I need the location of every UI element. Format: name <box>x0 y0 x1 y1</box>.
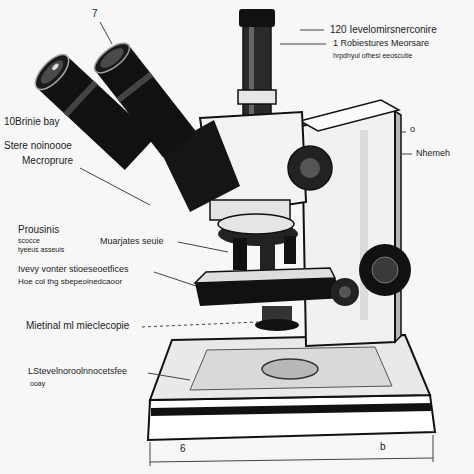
head-knob <box>288 146 332 190</box>
part-label: LStevelnoroolnnocetsfee <box>28 366 127 376</box>
nosepiece-top <box>218 214 294 234</box>
dimension-line <box>150 458 433 462</box>
part-label: tyeeus asseuis <box>18 246 64 254</box>
tube-collar <box>238 90 276 104</box>
arm-shade <box>360 130 368 320</box>
part-label: 10Brinie bay <box>4 116 60 128</box>
knob-center <box>339 286 351 298</box>
base-front <box>148 395 435 440</box>
part-label: Prousinis <box>18 224 59 236</box>
leader-line <box>148 373 190 380</box>
leader-line <box>100 22 112 44</box>
leader-line <box>402 154 412 155</box>
head-knob-center <box>300 158 320 178</box>
leader-line <box>80 168 150 205</box>
part-label: 120 Ievelomirsnerconire <box>330 24 437 36</box>
part-label: 7 <box>92 8 98 20</box>
leader-line <box>400 132 406 133</box>
part-label: 6 <box>180 443 186 455</box>
part-label: Stere noinoooe <box>4 140 72 152</box>
dimension-line <box>150 435 433 466</box>
leader-line <box>300 30 324 31</box>
eyepiece-barrel <box>37 56 155 170</box>
coarse-focus-knob <box>359 244 411 296</box>
fine-focus-knob <box>331 278 359 306</box>
light-port <box>262 359 318 379</box>
part-label: Mecroprure <box>22 155 73 167</box>
part-label: hrpdhyul ofhesi eeoscutie <box>333 52 412 60</box>
part-label: Mietinal ml mieclecopie <box>26 320 129 332</box>
part-label: 1 Robiestures Meorsare <box>333 38 429 48</box>
part-label: scocce <box>18 237 40 245</box>
arm-top <box>300 100 399 131</box>
part-label: o <box>410 124 415 134</box>
part-label: Nhemeh <box>416 148 450 158</box>
eyepiece-lens <box>30 49 75 95</box>
arm-front <box>302 105 395 346</box>
eyepiece <box>30 49 155 170</box>
leader-line <box>154 272 196 286</box>
eyepiece-ring <box>116 72 153 103</box>
base-band <box>151 403 432 416</box>
condenser-ring <box>255 319 299 331</box>
objective <box>233 238 247 270</box>
eyepiece-ring <box>63 80 97 116</box>
leader-line <box>142 322 258 327</box>
base-top <box>150 335 430 400</box>
lens-glint <box>51 63 59 72</box>
leader-line <box>280 44 326 45</box>
part-label: Ivevy vonter stioeseoetfices <box>18 264 129 274</box>
lens-glass <box>37 57 66 87</box>
lens-glass <box>97 45 126 72</box>
part-label: b <box>380 441 386 453</box>
leader-line <box>178 242 228 252</box>
part-label: Hoe col thg sbepeoinedcaoor <box>18 277 122 286</box>
part-label: ooay <box>30 380 45 388</box>
knob-center <box>372 257 398 283</box>
part-label: Muarjates seuie <box>100 236 164 246</box>
stage-top <box>195 268 335 283</box>
base-recess <box>190 347 392 390</box>
objective <box>284 236 296 264</box>
leader-lines <box>80 22 412 380</box>
tube-cap <box>239 9 275 27</box>
